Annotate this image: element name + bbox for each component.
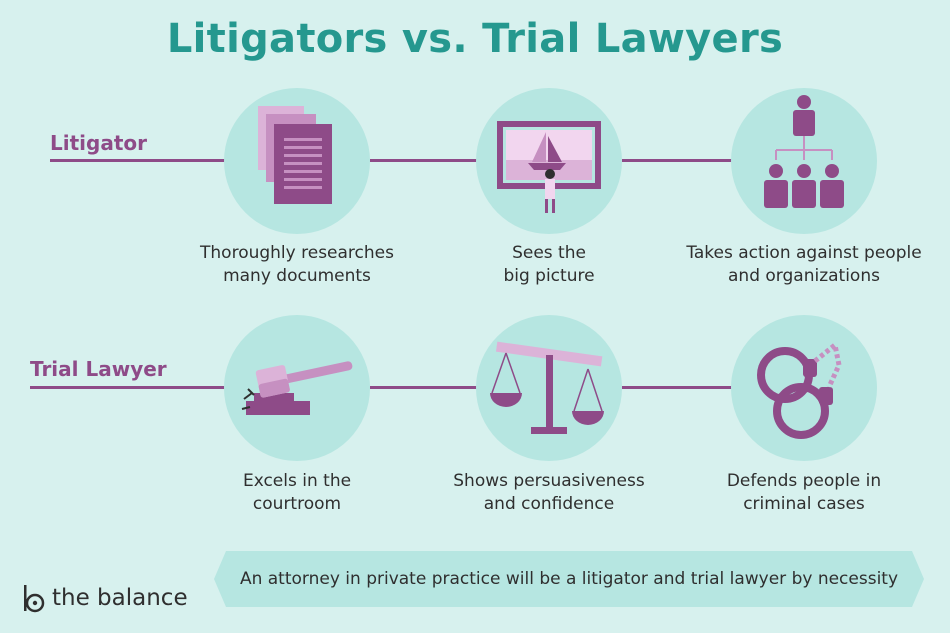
circle-handcuffs bbox=[731, 315, 877, 461]
caption-big-picture: Sees the big picture bbox=[503, 243, 595, 286]
connector-line bbox=[622, 386, 734, 389]
page-title: Litigators vs. Trial Lawyers bbox=[166, 16, 784, 62]
handcuffs-icon bbox=[757, 340, 842, 439]
connector-line bbox=[370, 386, 480, 389]
connector-line bbox=[370, 159, 480, 162]
banner-shape bbox=[214, 551, 924, 607]
caption-courtroom: Excels in the courtroom bbox=[242, 471, 352, 514]
row-label-litigator: Litigator bbox=[50, 131, 147, 155]
row-label-trial-lawyer: Trial Lawyer bbox=[30, 357, 167, 381]
balance-logo-icon bbox=[24, 585, 45, 613]
caption-documents: Thoroughly researches many documents bbox=[200, 243, 394, 286]
circle-documents bbox=[224, 88, 370, 234]
circle-gavel bbox=[224, 315, 370, 461]
circle-org-chart bbox=[731, 88, 877, 234]
gavel-icon bbox=[241, 361, 353, 415]
logo-text: the balance bbox=[52, 585, 188, 611]
documents-icon bbox=[258, 106, 332, 204]
circle-picture-frame bbox=[476, 88, 622, 234]
connector-line bbox=[30, 386, 226, 389]
connector-line bbox=[50, 159, 226, 162]
circle-scales bbox=[476, 315, 622, 461]
org-chart-icon bbox=[764, 95, 844, 208]
picture-frame-icon bbox=[497, 121, 601, 213]
caption-criminal-cases: Defends people in criminal cases bbox=[726, 471, 882, 514]
connector-line bbox=[622, 159, 734, 162]
summary-banner: An attorney in private practice will be … bbox=[214, 551, 924, 607]
caption-persuasiveness: Shows persuasiveness and confidence bbox=[453, 471, 645, 514]
banner-text: An attorney in private practice will be … bbox=[239, 569, 899, 589]
scales-icon bbox=[490, 341, 604, 434]
caption-org-action: Takes action against people and organiza… bbox=[686, 243, 922, 286]
